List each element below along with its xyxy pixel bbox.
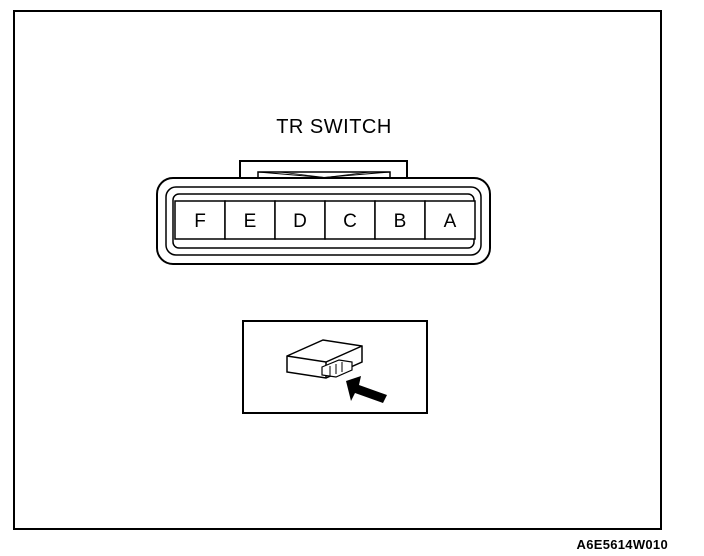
pin-label-b: B xyxy=(394,211,407,232)
pin-cell-e: E xyxy=(224,200,276,240)
pin-cell-d: D xyxy=(274,200,326,240)
diagram-frame xyxy=(13,10,662,530)
pin-label-c: C xyxy=(343,211,357,232)
figure-code: A6E5614W010 xyxy=(576,537,668,552)
pin-label-d: D xyxy=(293,211,307,232)
view-indicator xyxy=(242,320,428,414)
pin-cell-c: C xyxy=(324,200,376,240)
pin-cell-b: B xyxy=(374,200,426,240)
diagram-title: TR SWITCH xyxy=(276,116,392,138)
pin-label-e: E xyxy=(244,211,257,232)
connector-sketch-icon xyxy=(286,339,363,379)
pin-cell-a: A xyxy=(424,200,476,240)
pin-label-f: F xyxy=(194,211,206,232)
pin-cell-f: F xyxy=(174,200,226,240)
pin-label-a: A xyxy=(444,211,457,232)
arrow-icon xyxy=(346,376,387,403)
